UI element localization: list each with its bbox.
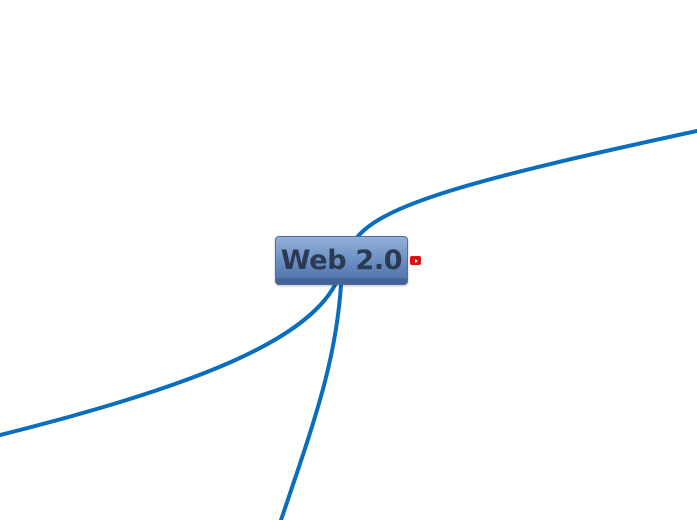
central-topic-label: Web 2.0	[280, 245, 403, 276]
video-play-icon[interactable]	[410, 256, 421, 265]
central-topic-node[interactable]: Web 2.0	[275, 236, 408, 285]
branch-connector-bottom	[279, 283, 343, 520]
branch-connector-right	[353, 129, 697, 242]
branch-connector-left	[0, 283, 337, 437]
